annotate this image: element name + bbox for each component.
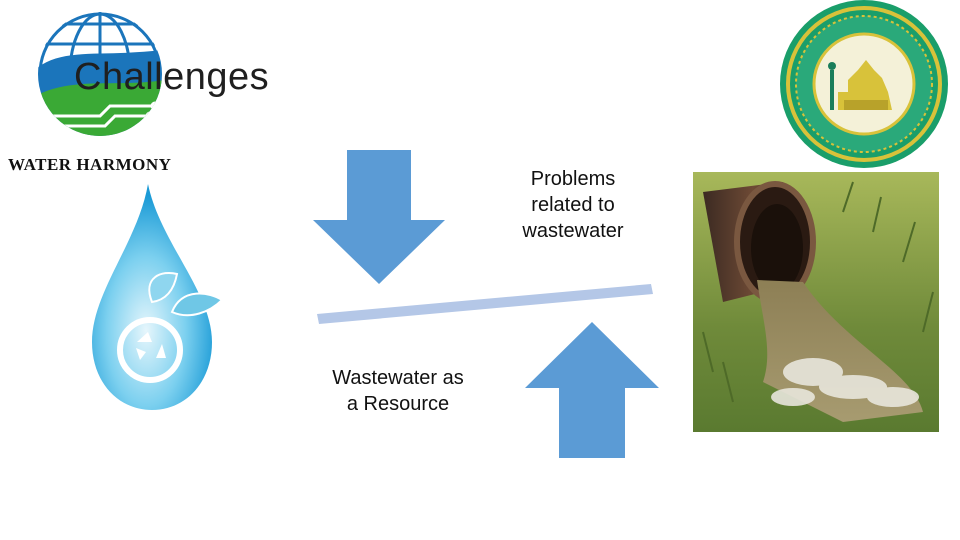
- globe-logo-icon: [38, 12, 162, 136]
- balance-beam-shape: [317, 284, 653, 324]
- university-seal: [778, 0, 950, 172]
- arrow-down-icon: [313, 150, 445, 284]
- caption-resource: Wastewater as a Resource: [332, 367, 464, 415]
- logo-text: WATER HARMONY: [8, 155, 172, 174]
- arrow-up-icon: [525, 322, 659, 458]
- balance-beam: [315, 282, 657, 326]
- down-arrow: [313, 150, 445, 286]
- pipe-photo-image: [693, 172, 939, 432]
- wastewater-photo: [693, 172, 939, 432]
- recycle-drop-icon: [92, 184, 224, 410]
- slide-title: Challenges: [74, 56, 270, 98]
- water-harmony-logo: [30, 4, 170, 154]
- caption-problems: Problems related to wastewater: [522, 168, 624, 242]
- seal-emblem-icon: [780, 0, 948, 168]
- recycle-drop: [82, 182, 232, 414]
- up-arrow: [525, 322, 659, 458]
